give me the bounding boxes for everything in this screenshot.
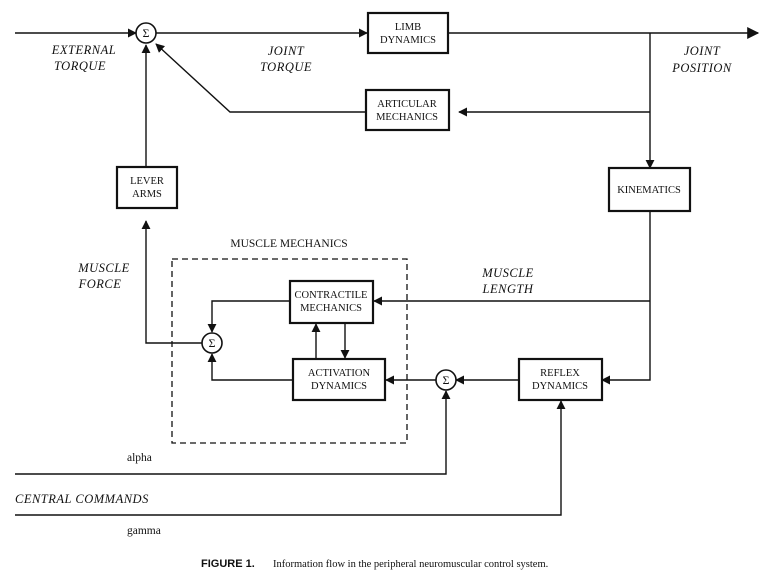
svg-text:TORQUE: TORQUE xyxy=(54,59,106,73)
gamma-command-line xyxy=(15,400,566,516)
svg-text:Σ: Σ xyxy=(209,336,216,350)
muscle-mechanics-group: MUSCLE MECHANICS xyxy=(171,238,408,444)
articular-mechanics-block: ARTICULAR MECHANICS xyxy=(364,88,451,132)
svg-text:MECHANICS: MECHANICS xyxy=(300,303,362,314)
contractile-mechanics-block: CONTRACTILE MECHANICS xyxy=(288,279,375,325)
kinematics-to-reflex-line xyxy=(601,212,651,385)
svg-text:MUSCLE: MUSCLE xyxy=(481,266,534,280)
figure-number: FIGURE 1. xyxy=(201,558,255,570)
svg-text:Σ: Σ xyxy=(143,26,150,40)
svg-text:JOINT: JOINT xyxy=(268,44,305,58)
svg-text:Σ: Σ xyxy=(443,373,450,387)
svg-text:TORQUE: TORQUE xyxy=(260,60,312,74)
gamma-label: gamma xyxy=(127,525,161,537)
alpha-label: alpha xyxy=(127,452,152,464)
articular-to-sum-line xyxy=(155,43,365,113)
sum-junction-top: Σ xyxy=(135,22,157,44)
svg-text:FORCE: FORCE xyxy=(78,277,122,291)
svg-text:DYNAMICS: DYNAMICS xyxy=(532,381,588,392)
sum-junction-muscle: Σ xyxy=(201,332,223,354)
svg-text:DYNAMICS: DYNAMICS xyxy=(311,381,367,392)
svg-text:CONTRACTILE: CONTRACTILE xyxy=(295,290,368,301)
figure-caption-text: Information flow in the peripheral neuro… xyxy=(273,559,548,570)
limb-dynamics-block: LIMB DYNAMICS xyxy=(366,11,450,55)
svg-text:LEVER: LEVER xyxy=(130,176,164,187)
svg-text:ACTIVATION: ACTIVATION xyxy=(308,368,371,379)
muscle-force-line xyxy=(141,220,204,344)
svg-text:KINEMATICS: KINEMATICS xyxy=(617,185,681,196)
muscle-force-label: MUSCLE FORCE xyxy=(77,261,130,291)
sum-junction-reflex: Σ xyxy=(435,369,457,391)
joint-position-label: JOINT POSITION xyxy=(671,44,732,75)
joint-torque-label: JOINT TORQUE xyxy=(260,44,312,74)
alpha-command-line xyxy=(15,390,451,475)
svg-text:REFLEX: REFLEX xyxy=(540,368,580,379)
svg-text:POSITION: POSITION xyxy=(671,61,732,75)
kinematics-block: KINEMATICS xyxy=(607,166,692,213)
reflex-dynamics-block: REFLEX DYNAMICS xyxy=(517,357,604,402)
muscle-length-label: MUSCLE LENGTH xyxy=(481,266,534,296)
svg-text:LIMB: LIMB xyxy=(395,22,421,33)
svg-text:JOINT: JOINT xyxy=(684,44,721,58)
svg-text:DYNAMICS: DYNAMICS xyxy=(380,35,436,46)
muscle-mechanics-label: MUSCLE MECHANICS xyxy=(230,238,347,250)
muscle-mechanics-dashed-box xyxy=(171,258,408,444)
activation-dynamics-block: ACTIVATION DYNAMICS xyxy=(291,357,387,402)
contractile-to-muscle-sum-line xyxy=(207,300,290,333)
svg-text:EXTERNAL: EXTERNAL xyxy=(51,43,116,57)
external-torque-label: EXTERNAL TORQUE xyxy=(51,43,116,73)
svg-text:ARTICULAR: ARTICULAR xyxy=(377,99,436,110)
svg-text:MECHANICS: MECHANICS xyxy=(376,112,438,123)
svg-text:MUSCLE: MUSCLE xyxy=(77,261,130,275)
svg-text:LENGTH: LENGTH xyxy=(482,282,534,296)
figure-caption: FIGURE 1. Information flow in the periph… xyxy=(201,558,548,570)
central-commands-label: CENTRAL COMMANDS xyxy=(15,492,149,506)
svg-text:ARMS: ARMS xyxy=(132,189,162,200)
lever-arms-block: LEVER ARMS xyxy=(115,165,179,210)
connections xyxy=(15,27,760,516)
activation-to-muscle-sum-line xyxy=(207,353,293,381)
